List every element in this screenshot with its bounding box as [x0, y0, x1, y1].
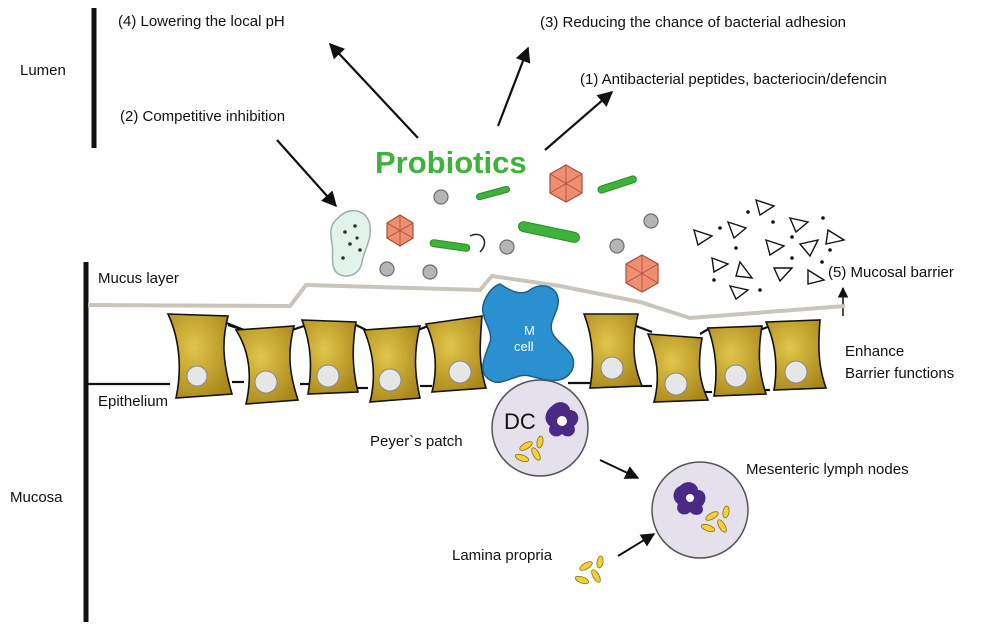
mucosa-label: Mucosa — [10, 489, 63, 506]
arrow-to-mechanism-4 — [328, 42, 419, 139]
mechanism-3-label: (3) Reducing the chance of bacterial adh… — [540, 14, 846, 31]
epithelial-cell — [582, 313, 644, 389]
dendritic-cell — [673, 482, 706, 515]
epithelial-cell — [166, 313, 234, 399]
arrow-competitive-inhibition — [276, 139, 338, 208]
epithelial-cell — [646, 333, 710, 403]
arrow-to-mechanism-3 — [496, 46, 531, 127]
lamina-propria-label: Lamina propria — [452, 547, 553, 564]
lymphocyte-yellow — [574, 555, 604, 585]
probiotic-curl — [469, 233, 486, 253]
enhance-label-line1: Enhance — [845, 343, 904, 360]
virus-particle — [625, 254, 659, 293]
m-cell-label-line2: cell — [514, 339, 534, 354]
barrier-triangles — [692, 198, 846, 301]
arrow-to-lymph-node — [599, 459, 640, 479]
mechanism-1-label: (1) Antibacterial peptides, bacteriocin/… — [580, 71, 887, 88]
lymphocyte-yellow — [514, 435, 544, 463]
arrow-to-mechanism-1 — [544, 90, 614, 151]
dc-label: DC — [504, 409, 536, 434]
lumen-label: Lumen — [20, 62, 66, 79]
epithelial-cell — [706, 325, 768, 397]
barrier-dots — [712, 210, 832, 292]
pathogen-dots — [341, 224, 362, 260]
dendritic-cell — [545, 402, 579, 437]
mesenteric-label: Mesenteric lymph nodes — [746, 461, 909, 478]
lymphocyte-yellow — [700, 505, 730, 533]
mechanism-2-label: (2) Competitive inhibition — [120, 108, 285, 125]
enhance-label-line2: Barrier functions — [845, 365, 954, 382]
arrow-lamina-to-node — [617, 533, 656, 557]
epithelial-cell — [300, 319, 360, 395]
virus-particle — [549, 164, 583, 203]
epithelial-cell — [234, 325, 300, 405]
mucus-layer-label: Mucus layer — [98, 270, 179, 287]
epithelium-label: Epithelium — [98, 393, 168, 410]
gray-particles — [379, 189, 659, 280]
virus-particle — [386, 214, 414, 247]
probiotic-rods — [429, 175, 637, 252]
epithelial-cell — [362, 325, 422, 403]
epithelial-cell — [424, 315, 488, 393]
mechanism-5-label: (5) Mucosal barrier — [828, 264, 954, 281]
probiotics-title: Probiotics — [375, 145, 527, 180]
epithelial-cell — [764, 319, 828, 391]
m-cell — [481, 283, 575, 383]
mechanism-4-label: (4) Lowering the local pH — [118, 13, 285, 30]
peyers-patch-label: Peyer`s patch — [370, 433, 463, 450]
m-cell-label-line1: M — [524, 323, 535, 338]
mucus-layer-line — [87, 273, 846, 321]
